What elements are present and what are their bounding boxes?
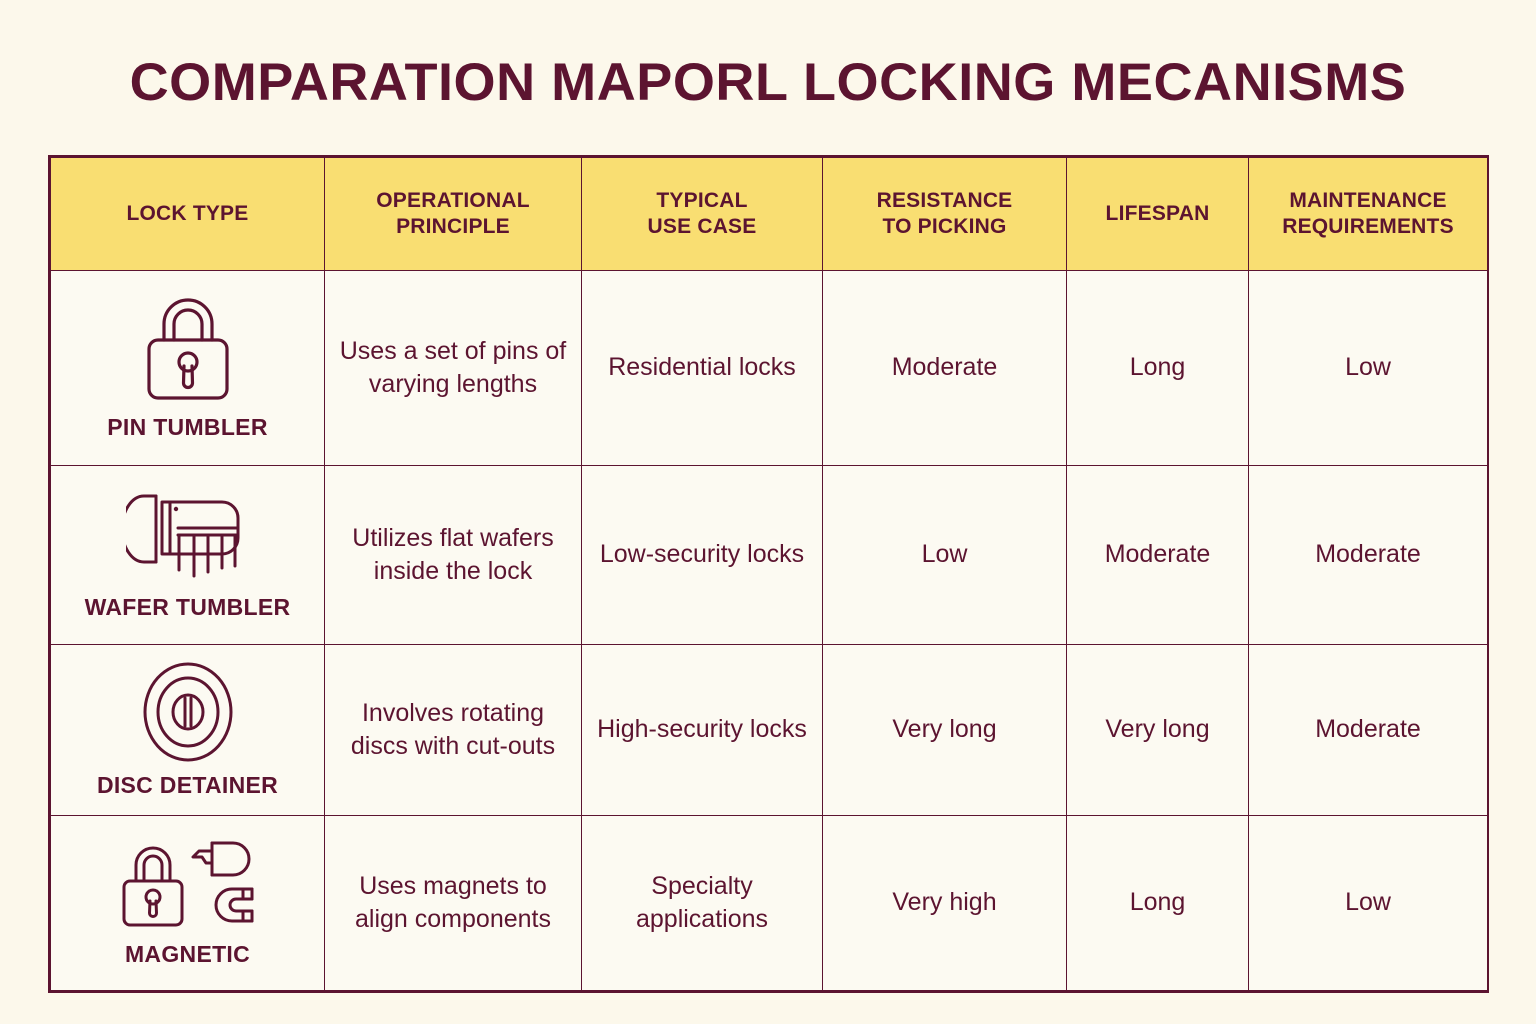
table-row: DISC DETAINER Involves rotating discs wi… [50,644,1488,816]
header-line-1: LOCK TYPE [126,202,249,226]
typical-use-case-cell: Specialty applications [581,815,823,991]
cell-value: Utilizes flat wafers inside the lock [352,523,554,585]
cell-value: Very long [892,715,997,744]
disc-detainer-icon [140,660,236,764]
cell-value: Low [1345,888,1391,917]
cell-value: Uses magnets to align components [355,871,551,933]
lock-type-label: DISC DETAINER [96,771,279,798]
lifespan-cell: Moderate [1066,465,1249,645]
cell-value: Low-security locks [599,540,805,569]
maintenance-requirements-cell: Moderate [1248,644,1488,816]
cell-value: Specialty applications [635,871,769,933]
typical-use-case-cell: Low-security locks [581,465,823,645]
lifespan-cell: Long [1066,270,1249,466]
header-line-2: USE CASE [647,215,757,238]
lock-type-cell: PIN TUMBLER [50,270,325,466]
magnet-glyph [214,887,253,923]
table-header: LOCK TYPE OPERATIONAL PRINCIPLE TYPICAL … [50,157,1488,271]
header-line-2: TO PICKING [882,215,1007,238]
lifespan-cell: Long [1066,815,1249,991]
cell-value: Long [1129,353,1186,382]
maintenance-requirements-cell: Low [1248,270,1488,466]
header-row: LOCK TYPE OPERATIONAL PRINCIPLE TYPICAL … [50,157,1488,271]
cell-value: Moderate [1315,715,1421,744]
lock-type-label: WAFER TUMBLER [84,593,291,620]
table-row: MAGNETIC Uses magnets to align component… [50,815,1488,991]
column-header-operational-principle: OPERATIONAL PRINCIPLE [324,157,582,271]
header-line-2: PRINCIPLE [396,215,510,238]
resistance-to-picking-cell: Moderate [822,270,1067,466]
header-line-1: TYPICAL [656,189,748,213]
lock-type-label: MAGNETIC [124,940,251,967]
resistance-to-picking-cell: Low [822,465,1067,645]
typical-use-case-cell: High-security locks [581,644,823,816]
wafer-cylinder-icon [120,488,250,586]
maintenance-requirements-cell: Low [1248,815,1488,991]
lock-type-label: PIN TUMBLER [107,413,268,440]
comparison-table: LOCK TYPE OPERATIONAL PRINCIPLE TYPICAL … [50,157,1488,991]
cell-value: Moderate [891,353,998,382]
cell-value: Uses a set of pins of varying lengths [339,336,567,398]
cell-value: Moderate [1104,540,1211,569]
cell-value: Low [1345,353,1391,382]
cell-value: Residential locks [608,353,796,382]
lock-type-cell: DISC DETAINER [50,644,325,816]
padlock-icon [140,294,236,406]
padlock-key-magnet-icon [115,837,261,933]
column-header-lock-type: LOCK TYPE [50,157,325,271]
column-header-lifespan: LIFESPAN [1066,157,1249,271]
key-glyph [191,841,250,877]
column-header-typical-use-case: TYPICAL USE CASE [581,157,823,271]
lock-type-cell: WAFER TUMBLER [50,465,325,645]
cell-value: Low [921,540,968,569]
operational-principle-cell: Utilizes flat wafers inside the lock [324,465,582,645]
resistance-to-picking-cell: Very high [822,815,1067,991]
lifespan-cell: Very long [1066,644,1249,816]
column-header-maintenance-requirements: MAINTENANCE REQUIREMENTS [1248,157,1488,271]
cell-value: Long [1129,888,1186,917]
table-row: WAFER TUMBLER Utilizes flat wafers insid… [50,465,1488,645]
cell-value: Very long [1105,715,1210,744]
comparison-table-container: LOCK TYPE OPERATIONAL PRINCIPLE TYPICAL … [48,155,1489,993]
operational-principle-cell: Uses magnets to align components [324,815,582,991]
header-line-1: LIFESPAN [1105,202,1210,226]
maintenance-requirements-cell: Moderate [1248,465,1488,645]
table-row: PIN TUMBLER Uses a set of pins of varyin… [50,270,1488,466]
column-header-resistance-to-picking: RESISTANCE TO PICKING [822,157,1067,271]
cell-value: Moderate [1315,540,1421,569]
resistance-to-picking-cell: Very long [822,644,1067,816]
operational-principle-cell: Uses a set of pins of varying lengths [324,270,582,466]
lock-type-cell: MAGNETIC [50,815,325,991]
header-line-1: MAINTENANCE [1289,189,1447,213]
header-line-2: REQUIREMENTS [1282,215,1454,238]
operational-principle-cell: Involves rotating discs with cut-outs [324,644,582,816]
cell-value: Very high [892,888,997,917]
cell-value: Involves rotating discs with cut-outs [350,698,556,760]
page-title: COMPARATION MAPORL LOCKING MECANISMS [129,53,1407,112]
typical-use-case-cell: Residential locks [581,270,823,466]
header-line-1: OPERATIONAL [376,189,530,213]
table-body: PIN TUMBLER Uses a set of pins of varyin… [50,270,1488,991]
header-line-1: RESISTANCE [876,189,1013,213]
cell-value: High-security locks [597,715,807,744]
padlock-glyph [122,846,183,927]
